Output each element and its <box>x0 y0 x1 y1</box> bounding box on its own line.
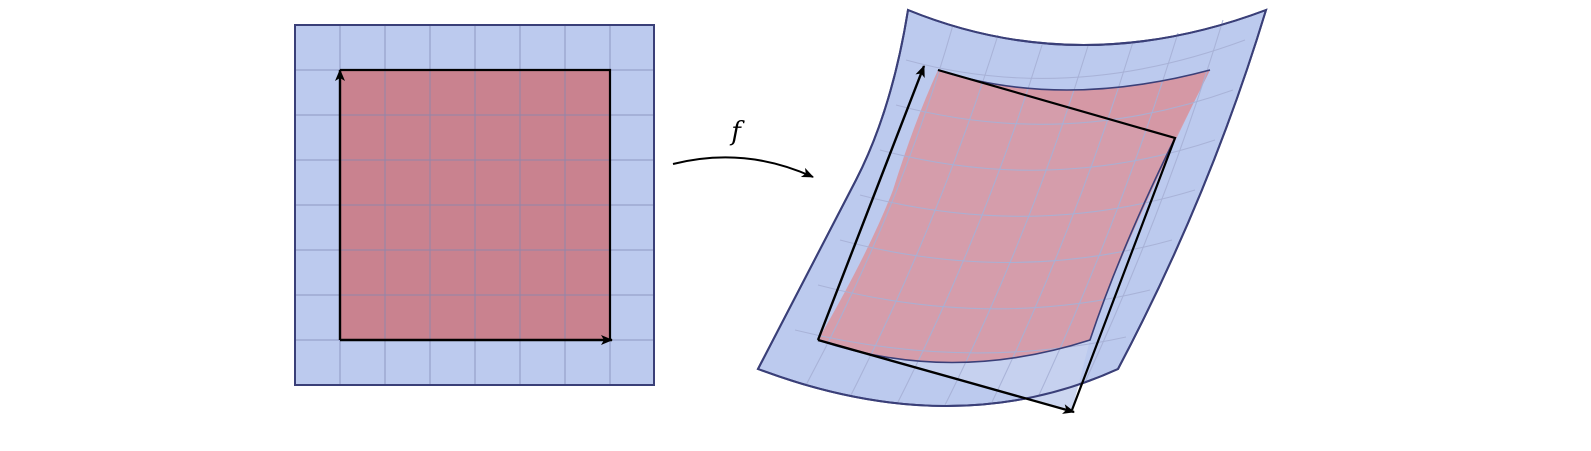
source-domain-border <box>294 24 655 386</box>
curved-arrow-icon <box>672 156 814 178</box>
image-parallelogram-outline <box>937 68 1177 411</box>
image-basis-arrow-vertical <box>816 65 926 341</box>
image-grid-vertical <box>805 19 1224 406</box>
image-domain-border <box>756 8 1268 407</box>
source-domain <box>294 24 655 386</box>
source-region-outline <box>340 68 612 340</box>
map-label: f <box>729 117 745 147</box>
map-arrow: f <box>672 117 814 178</box>
image-basis-arrow-horizontal <box>817 338 1075 414</box>
image-domain <box>756 8 1268 414</box>
